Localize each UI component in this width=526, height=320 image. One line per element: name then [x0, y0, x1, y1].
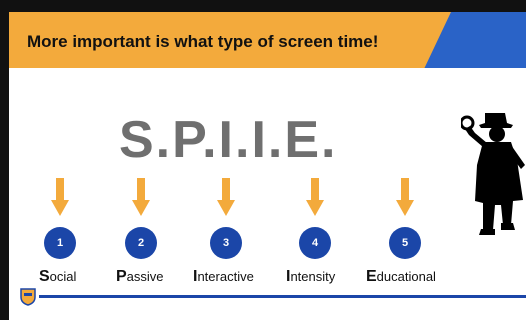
shield-logo-icon — [20, 288, 36, 306]
item-label: Passive — [116, 268, 164, 285]
slide-title: More important is what type of screen ti… — [27, 32, 379, 51]
acronym-heading: S.P.I.I.E. — [119, 111, 338, 169]
footer-divider — [39, 295, 526, 298]
item-label: Social — [39, 268, 77, 285]
slide: More important is what type of screen ti… — [9, 12, 526, 320]
title-banner — [9, 12, 451, 68]
item-label: Intensity — [286, 268, 336, 285]
detective-silhouette-icon — [461, 113, 525, 235]
item-label: Educational — [366, 268, 436, 285]
item-label: Interactive — [193, 268, 254, 285]
step-number: 3 — [210, 227, 242, 259]
step-number: 4 — [299, 227, 331, 259]
step-number: 2 — [125, 227, 157, 259]
step-number: 5 — [389, 227, 421, 259]
step-number: 1 — [44, 227, 76, 259]
down-arrow-icon — [51, 178, 69, 216]
down-arrow-icon — [132, 178, 150, 216]
down-arrow-icon — [396, 178, 414, 216]
down-arrow-icon — [306, 178, 324, 216]
down-arrow-icon — [217, 178, 235, 216]
